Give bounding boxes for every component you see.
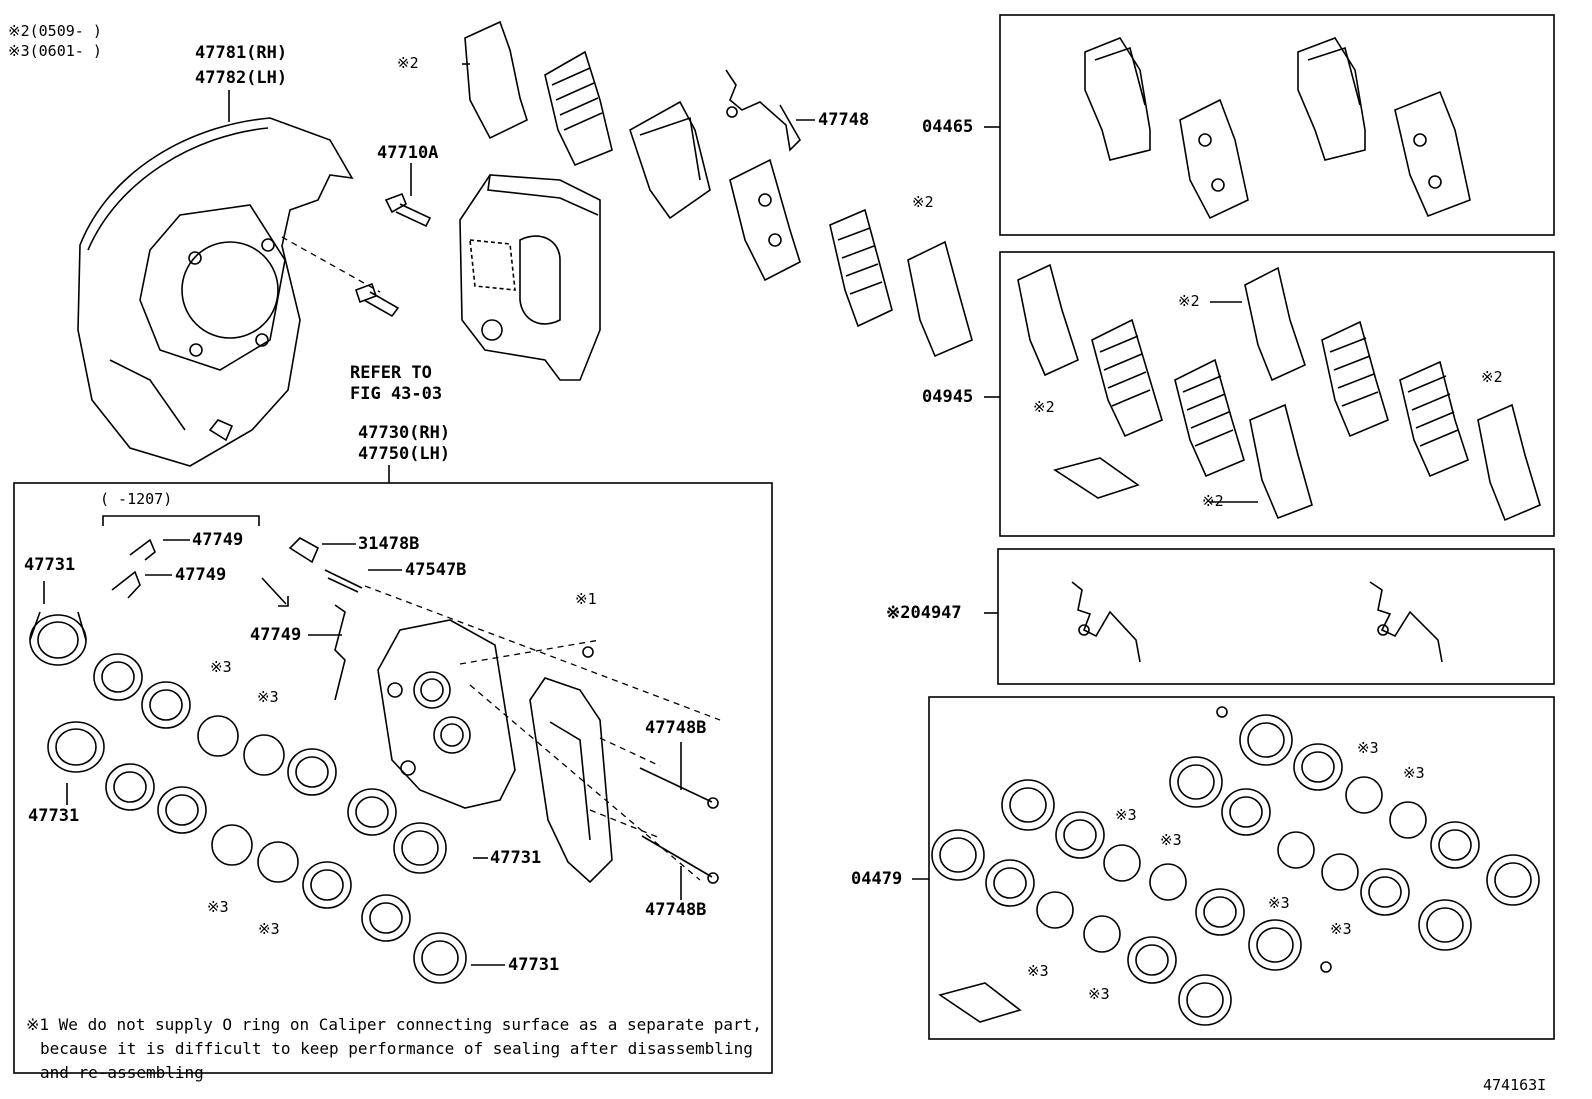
part-47730[interactable]: 47730(RH) (358, 423, 451, 443)
pad-kit-shapes (1084, 37, 1471, 220)
part-47731-a[interactable]: 47731 (24, 555, 76, 575)
spring-kit-shapes (1071, 581, 1443, 663)
mark3-b: ※3 (257, 688, 279, 706)
mark3-kit-h: ※3 (1403, 764, 1425, 782)
mark2-shim-d: ※2 (1481, 368, 1503, 386)
part-47782[interactable]: 47782(LH) (195, 68, 288, 88)
part-47750[interactable]: 47750(LH) (358, 444, 451, 464)
spring-kit-frame (997, 548, 1555, 685)
mark2-shim-b: ※2 (1178, 292, 1200, 310)
mark3-kit-b: ※3 (1160, 831, 1182, 849)
footnote: ※1 We do not supply O ring on Caliper co… (26, 1013, 762, 1085)
legend-mark2: ※2(0509- ) (8, 22, 102, 40)
caliper-kit-frame (13, 482, 773, 1074)
part-47749-b[interactable]: 47749 (175, 565, 227, 585)
part-47731-c[interactable]: 47731 (490, 848, 542, 868)
mark3-a: ※3 (210, 658, 232, 676)
shim-kit-frame (999, 251, 1555, 537)
part-47731-d[interactable]: 47731 (508, 955, 560, 975)
figure-id: 474163I (1483, 1076, 1547, 1094)
mark3-kit-e: ※3 (1268, 894, 1290, 912)
bolt-shape (354, 192, 432, 318)
part-47547b[interactable]: 47547B (405, 560, 467, 580)
cylinder-kit-frame (928, 696, 1555, 1040)
part-47749-a[interactable]: 47749 (192, 530, 244, 550)
legend-mark3: ※3(0601- ) (8, 42, 102, 60)
mark2-shim-c: ※2 (1202, 492, 1224, 510)
kit-04947[interactable]: ※204947 (886, 603, 962, 623)
mark3-kit-f: ※3 (1330, 920, 1352, 938)
shim-kit-shapes (1017, 263, 1541, 522)
mark1-oring: ※1 (575, 590, 597, 608)
part-31478b[interactable]: 31478B (358, 534, 420, 554)
part-47748[interactable]: 47748 (818, 110, 870, 130)
part-47748b-a[interactable]: 47748B (645, 718, 707, 738)
refer-line1: REFER TO (350, 363, 432, 383)
part-47710a[interactable]: 47710A (377, 143, 439, 163)
mark2-right-pad: ※2 (912, 193, 934, 211)
top-pads-shape (464, 20, 973, 358)
mark2-shim-a: ※2 (1033, 398, 1055, 416)
part-47749-c[interactable]: 47749 (250, 625, 302, 645)
mark3-kit-c: ※3 (1027, 962, 1049, 980)
seal-rings-lower (29, 611, 467, 984)
cylinder-kit-rings (931, 706, 1540, 1026)
kit-04465[interactable]: 04465 (922, 117, 974, 137)
kit-04945[interactable]: 04945 (922, 387, 974, 407)
mark3-d: ※3 (258, 920, 280, 938)
part-47748b-b[interactable]: 47748B (645, 900, 707, 920)
date-range: ( -1207) (100, 490, 173, 508)
mark3-kit-a: ※3 (1115, 806, 1137, 824)
refer-line2[interactable]: FIG 43-03 (350, 384, 443, 404)
mark2-top-pad: ※2 (397, 54, 419, 72)
lower-caliper-shape (111, 537, 719, 884)
footnote-line1: ※1 We do not supply O ring on Caliper co… (26, 1015, 762, 1034)
backing-plate-shape (77, 117, 354, 467)
part-47731-b[interactable]: 47731 (28, 806, 80, 826)
footnote-line3: and re-assembling (40, 1063, 204, 1082)
pad-kit-frame (999, 14, 1555, 236)
kit-04479[interactable]: 04479 (851, 869, 903, 889)
mark3-kit-g: ※3 (1357, 739, 1379, 757)
footnote-line2: because it is difficult to keep performa… (40, 1039, 753, 1058)
mark3-c: ※3 (207, 898, 229, 916)
part-47781[interactable]: 47781(RH) (195, 43, 288, 63)
upper-caliper-shape (459, 174, 601, 381)
mark3-kit-d: ※3 (1088, 985, 1110, 1003)
